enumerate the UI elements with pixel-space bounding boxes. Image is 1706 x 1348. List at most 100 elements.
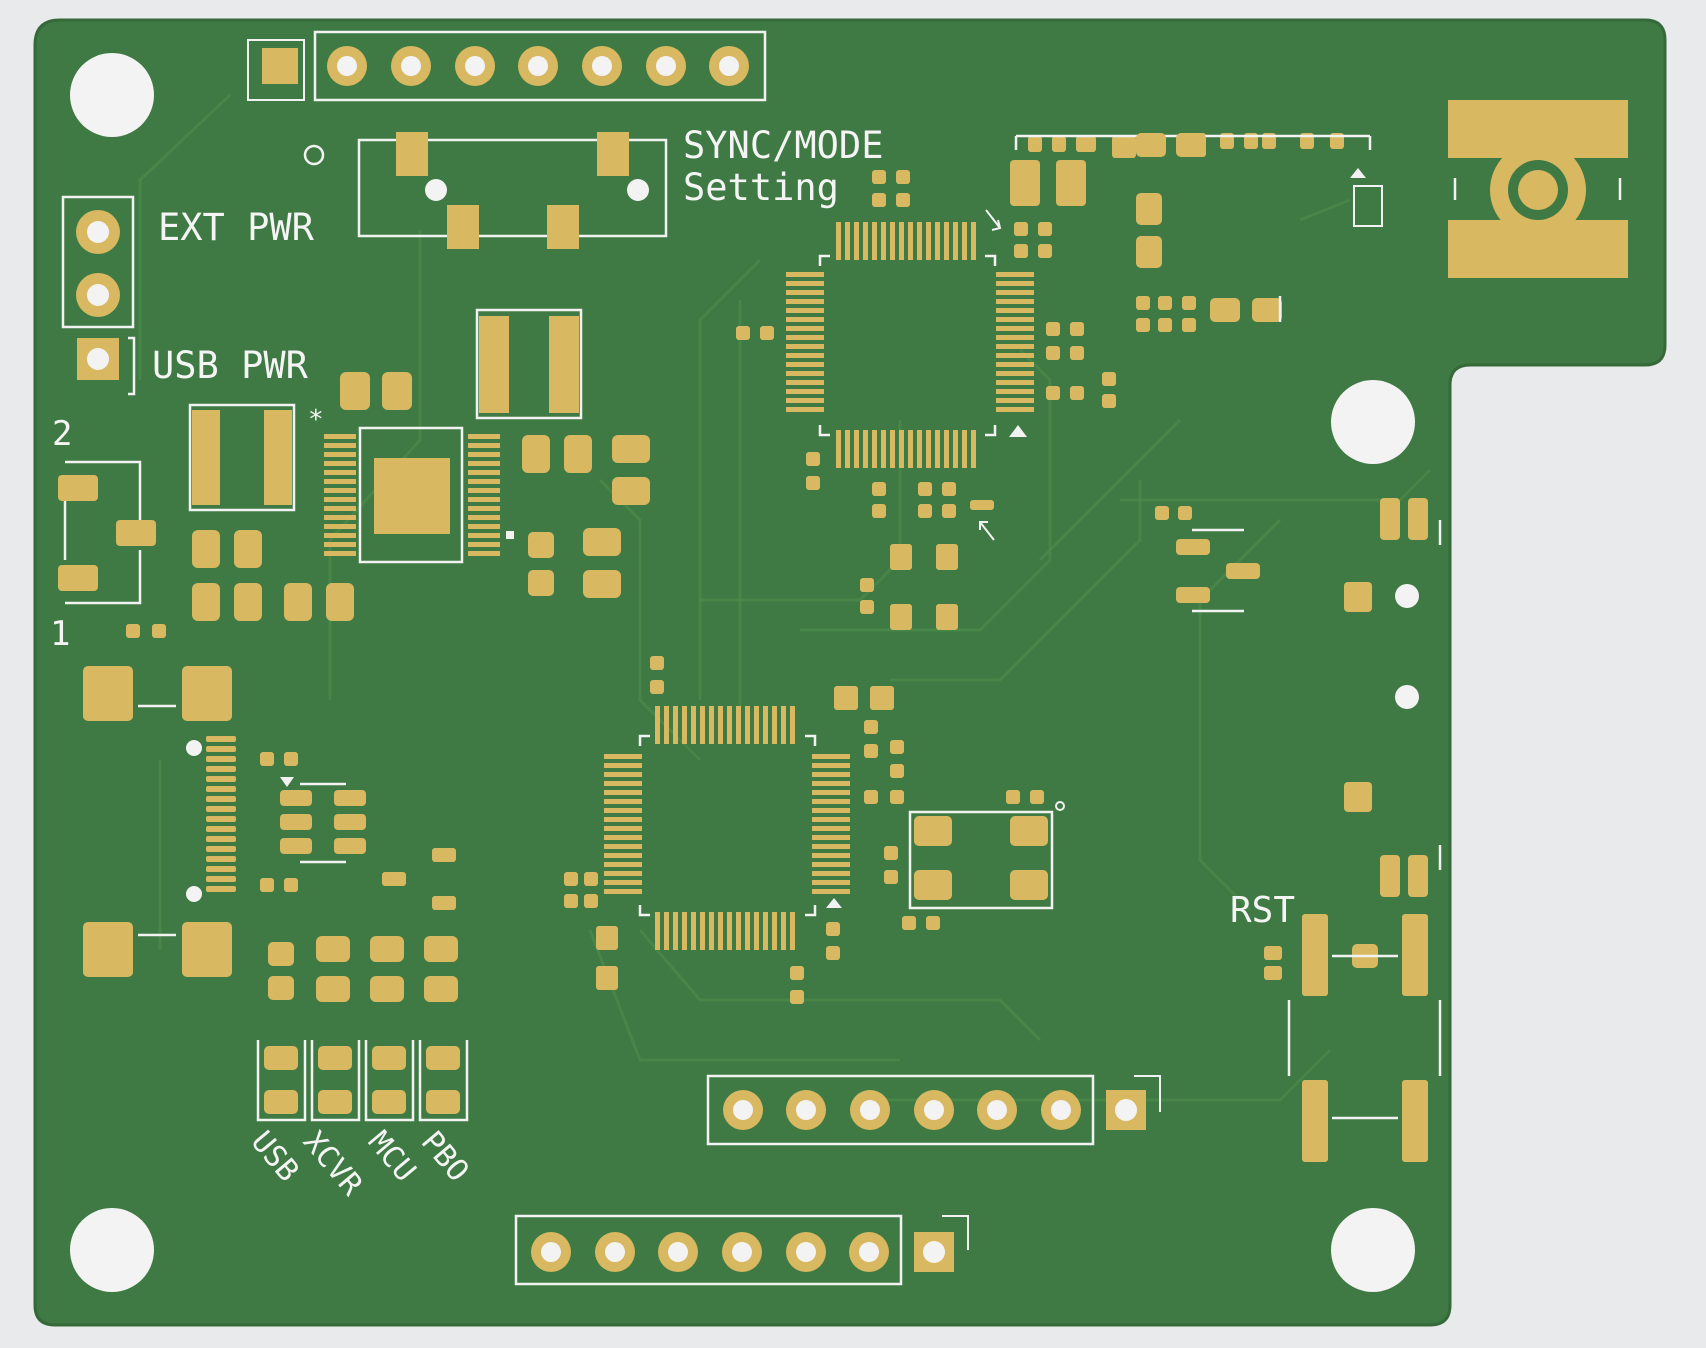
copper-pad (604, 772, 642, 777)
copper-pad (745, 706, 750, 744)
copper-pad (790, 990, 804, 1004)
copper-pad (786, 290, 824, 295)
copper-pad (971, 430, 976, 468)
ext-pwr-connector (61, 195, 135, 329)
copper-pad (468, 515, 500, 520)
copper-pad (996, 389, 1034, 394)
copper-pad (1070, 346, 1084, 360)
copper-pad (763, 706, 768, 744)
copper-pad (812, 817, 850, 822)
copper-pad (996, 272, 1034, 277)
copper-pad (1052, 136, 1066, 152)
copper-pad (786, 407, 824, 412)
copper-pad (468, 434, 500, 439)
header-middle (706, 1074, 1161, 1146)
copper-pad (944, 222, 949, 260)
copper-pad (673, 912, 678, 950)
copper-pad (206, 846, 236, 852)
copper-pad (468, 470, 500, 475)
copper-pad (872, 482, 886, 496)
copper-pad (935, 222, 940, 260)
copper-pad (864, 790, 878, 804)
copper-pad (872, 430, 877, 468)
crystal (908, 801, 1065, 910)
copper-pad (890, 604, 912, 630)
copper-pad (650, 680, 664, 694)
copper-pad (942, 504, 956, 518)
copper-pad (786, 335, 824, 340)
copper-pad (812, 862, 850, 867)
copper-pad (870, 686, 894, 710)
copper-pad (812, 799, 850, 804)
copper-pad (727, 912, 732, 950)
copper-pad (604, 880, 642, 885)
copper-pad (786, 380, 824, 385)
copper-pad (996, 362, 1034, 367)
copper-pad (206, 886, 236, 892)
copper-pad (1136, 318, 1150, 332)
copper-pad (962, 430, 967, 468)
copper-pad (936, 544, 958, 570)
copper-pad (604, 781, 642, 786)
copper-pad (673, 706, 678, 744)
mounting-hole-bl (70, 1208, 154, 1292)
copper-pad (890, 222, 895, 260)
copper-pad (1038, 244, 1052, 258)
copper-pad (854, 430, 859, 468)
copper-pad (206, 856, 236, 862)
sot-regulator (382, 848, 456, 910)
copper-pad (953, 430, 958, 468)
copper-pad (970, 500, 994, 510)
copper-pad (682, 912, 687, 950)
esd-chip (260, 752, 366, 892)
copper-pad (604, 808, 642, 813)
copper-pad (896, 193, 910, 207)
copper-pad (772, 912, 777, 950)
copper-pad (860, 578, 874, 592)
copper-pad (468, 443, 500, 448)
copper-pad (468, 461, 500, 466)
copper-pad (1046, 386, 1060, 400)
copper-pad (1158, 296, 1172, 310)
copper-pad (845, 222, 850, 260)
copper-pad (953, 222, 958, 260)
copper-pad (918, 504, 932, 518)
copper-pad (864, 720, 878, 734)
setting-label: Setting (683, 166, 839, 209)
copper-pad (812, 754, 850, 759)
copper-pad (324, 542, 356, 547)
copper-pad (1136, 296, 1150, 310)
copper-pad (772, 706, 777, 744)
copper-pad (890, 764, 904, 778)
copper-pad (206, 776, 236, 782)
copper-pad (664, 912, 669, 950)
copper-pad (890, 790, 904, 804)
copper-pad (1014, 244, 1028, 258)
copper-pad (655, 912, 660, 950)
copper-pad (709, 706, 714, 744)
copper-pad (324, 479, 356, 484)
copper-pad (324, 443, 356, 448)
copper-pad (917, 430, 922, 468)
copper-pad (736, 706, 741, 744)
jst-connector (58, 460, 156, 605)
copper-pad (745, 912, 750, 950)
copper-pad (996, 317, 1034, 322)
copper-pad (468, 524, 500, 529)
copper-pad (899, 222, 904, 260)
copper-pad (1014, 222, 1028, 236)
copper-pad (812, 844, 850, 849)
copper-pad (324, 470, 356, 475)
copper-pad (996, 308, 1034, 313)
header-bottom (514, 1214, 969, 1286)
mounting-hole-tr (1331, 380, 1415, 464)
copper-pad (468, 506, 500, 511)
copper-pad (736, 912, 741, 950)
copper-pad (854, 222, 859, 260)
copper-pad (1102, 394, 1116, 408)
copper-pad (604, 817, 642, 822)
copper-pad (786, 362, 824, 367)
copper-pad (604, 763, 642, 768)
copper-pad (926, 222, 931, 260)
